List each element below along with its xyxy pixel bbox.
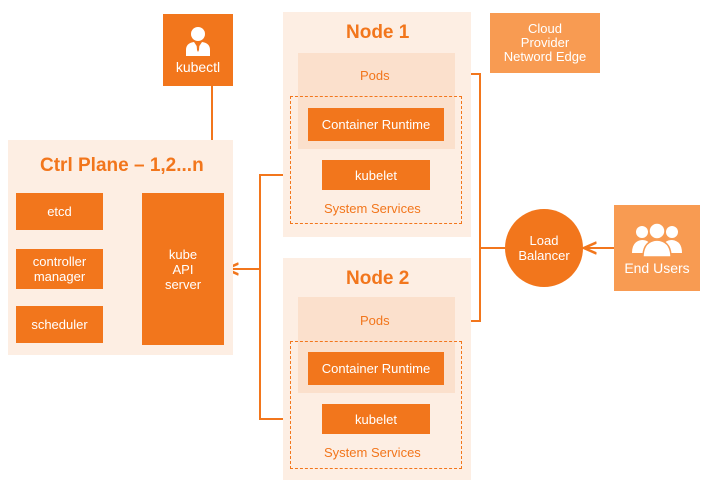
- node2-title: Node 2: [346, 268, 410, 289]
- kube-api-server-box[interactable]: kube API server: [142, 193, 224, 345]
- end-users-box[interactable]: End Users: [614, 205, 700, 291]
- end-users-label: End Users: [624, 260, 690, 276]
- controller-manager-box[interactable]: controller manager: [16, 249, 103, 289]
- etcd-box[interactable]: etcd: [16, 193, 103, 230]
- control-plane-title: Ctrl Plane – 1,2...n: [40, 155, 204, 176]
- node1-system-services-group: [290, 96, 462, 224]
- users-icon: [632, 222, 682, 257]
- cloud-provider-edge-box: Cloud Provider Netword Edge: [490, 13, 600, 73]
- scheduler-box[interactable]: scheduler: [16, 306, 103, 343]
- node1-system-services-label: System Services: [324, 201, 421, 216]
- kubectl-box[interactable]: kubectl: [163, 14, 233, 86]
- person-icon: [186, 26, 210, 56]
- node2-kubelet-box[interactable]: kubelet: [322, 404, 430, 434]
- load-balancer-circle[interactable]: Load Balancer: [505, 209, 583, 287]
- node2-pods-label: Pods: [360, 313, 390, 328]
- kubectl-label: kubectl: [175, 58, 221, 75]
- node1-container-runtime-box[interactable]: Container Runtime: [308, 108, 444, 141]
- node2-container-runtime-box[interactable]: Container Runtime: [308, 352, 444, 385]
- node1-title: Node 1: [346, 22, 410, 43]
- node1-kubelet-box[interactable]: kubelet: [322, 160, 430, 190]
- node2-system-services-label: System Services: [324, 445, 421, 460]
- node2-system-services-group: [290, 341, 462, 469]
- node1-pods-label: Pods: [360, 68, 390, 83]
